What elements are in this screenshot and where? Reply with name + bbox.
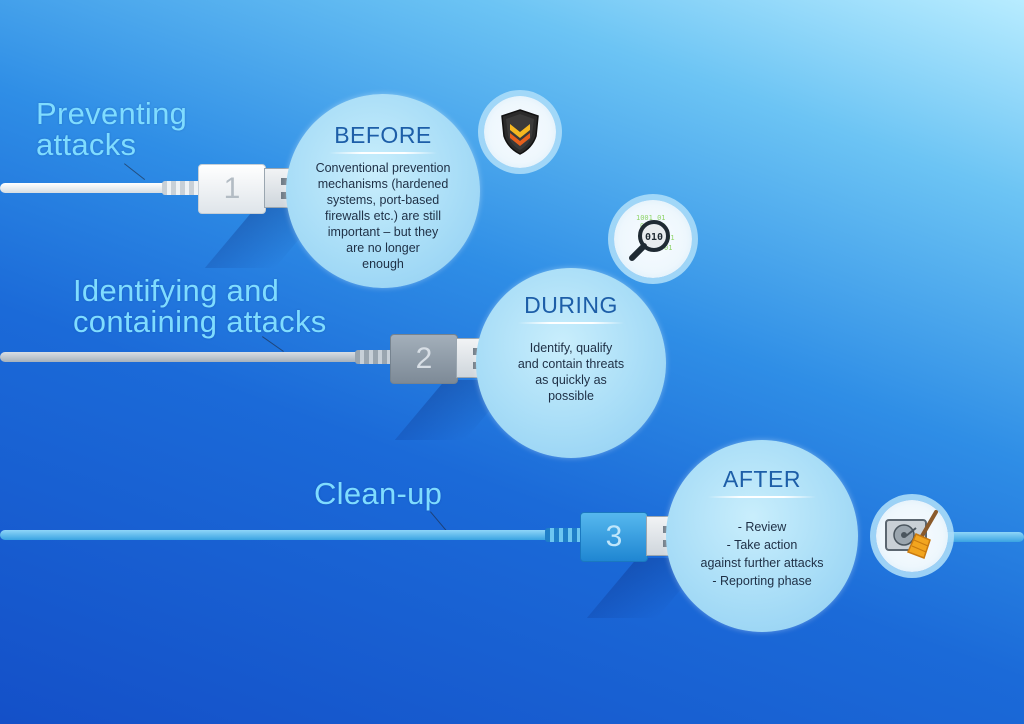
step-1-heading-line-1: Preventing: [36, 96, 188, 131]
before-description: Conventional prevention mechanisms (hard…: [302, 160, 465, 272]
before-description-line: Conventional prevention: [315, 161, 451, 175]
svg-text:1001 01: 1001 01: [636, 214, 666, 222]
magnifier-binary-icon: 1001 01 01 110 101 01 010: [629, 214, 675, 261]
before-description-line: firewalls etc.) are still: [325, 209, 441, 223]
step-1-connector-slot-top: [281, 178, 289, 185]
during-title: DURING: [524, 292, 618, 318]
during-description-line: possible: [548, 389, 594, 403]
after-description-line: - Reporting phase: [712, 574, 812, 588]
step-3-heading-line-1: Clean-up: [314, 476, 443, 511]
during-description-line: Identify, qualify: [529, 341, 613, 355]
step-2-strain-relief: [355, 350, 395, 364]
during-description: Identify, qualify and contain threats as…: [503, 340, 640, 404]
before-description-line: are no longer: [346, 241, 420, 255]
svg-text:01: 01: [664, 244, 672, 252]
step-3-cable: [0, 530, 560, 540]
step-1-pointer-line: [124, 163, 146, 181]
before-description-line: mechanisms (hardened: [317, 177, 449, 191]
before-description-line: enough: [362, 257, 404, 271]
step-1-heading: Preventing attacks: [36, 98, 187, 160]
before-circle: BEFORE Conventional prevention mechanism…: [286, 94, 480, 288]
during-description-line: and contain threats: [517, 357, 625, 371]
step-3-cable-tail: [940, 532, 1024, 542]
step-3-strain-relief: [545, 528, 585, 542]
step-1-heading-line-2: attacks: [36, 127, 137, 162]
after-description-line: - Take action: [726, 538, 798, 552]
step-3-plug: 3: [580, 512, 648, 562]
step-1-number: 1: [223, 172, 241, 205]
after-description: - Review - Take action against further a…: [678, 518, 847, 590]
before-description-line: important – but they: [327, 225, 439, 239]
after-title-rule: [708, 496, 816, 498]
during-icon-badge: 1001 01 01 110 101 01 010: [614, 200, 692, 278]
hard-drive-broom-icon: [885, 510, 938, 559]
after-circle: AFTER - Review - Take action against fur…: [666, 440, 858, 632]
step-1-connector-slot-bottom: [281, 192, 289, 199]
step-1-cable: [0, 183, 170, 193]
step-3-pointer-line: [430, 511, 448, 532]
after-description-line: against further attacks: [700, 556, 824, 570]
after-title: AFTER: [723, 466, 801, 492]
step-2-cable: [0, 352, 370, 362]
before-title: BEFORE: [334, 122, 432, 148]
during-circle: DURING Identify, qualify and contain thr…: [476, 268, 666, 458]
step-2-number: 2: [415, 342, 433, 375]
after-description-line: - Review: [737, 520, 787, 534]
before-title-rule: [328, 152, 438, 154]
after-icon-badge: [876, 500, 948, 572]
magnifier-binary-text: 010: [645, 232, 663, 243]
during-title-rule: [517, 322, 625, 324]
during-description-line: as quickly as: [535, 373, 607, 387]
step-2-heading: Identifying and containing attacks: [73, 275, 327, 337]
step-2-plug: 2: [390, 334, 458, 384]
step-2-heading-line-1: Identifying and: [73, 273, 280, 308]
before-description-line: systems, port-based: [326, 193, 440, 207]
before-icon-badge: [484, 96, 556, 168]
step-3-number: 3: [605, 520, 623, 553]
step-3-heading: Clean-up: [314, 478, 442, 509]
step-2-heading-line-2: containing attacks: [73, 304, 327, 339]
step-1-strain-relief: [162, 181, 202, 195]
shield-icon: [501, 109, 539, 155]
step-1-plug: 1: [198, 164, 266, 214]
